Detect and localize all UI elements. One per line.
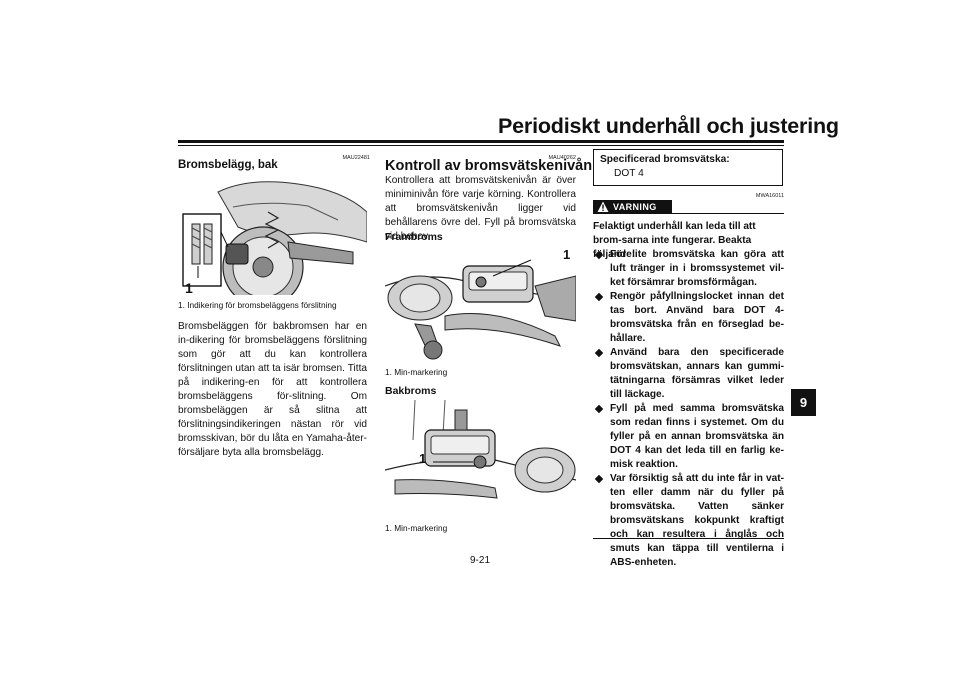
body-text: Kontrollera att bromsvätskenivån är över… [385,175,576,242]
specification-box [593,149,783,186]
list-item: Rengör påfyllningslocket innan det tas b… [593,290,784,346]
bullet-icon [594,250,604,260]
chapter-tab: 9 [791,389,816,416]
header-rule [178,140,784,143]
warning-list: För lite bromsvätska kan göra att luft t… [593,248,784,570]
rear-figure-caption: 1. Min-markering [385,523,448,533]
page-number: 9-21 [469,555,490,566]
list-item: Använd bara den specificerade bromsvätsk… [593,346,784,402]
bullet-icon [594,292,604,302]
section-heading-rear-pads: Bromsbelägg, bak [178,159,278,171]
body-text: Bromsbeläggen för bakbromsen har en in-d… [178,321,367,458]
warning-triangle-icon [597,201,609,212]
figure-caption: 1. Indikering för bromsbeläggens förslit… [178,300,337,310]
rear-brake-reservoir-illustration [385,400,576,518]
section-code: MAU22481 [342,155,370,161]
section-code: MAU40262 [548,155,576,161]
list-item-text: Använd bara den specificerade bromsvätsk… [610,347,784,400]
front-brake-heading: Frambroms [385,231,443,243]
page-title: Periodiskt underhåll och justering [498,114,839,138]
list-item: Fyll på med samma bromsvätska som redan … [593,402,784,472]
section-heading-fluid-level: Kontroll av bromsvätskenivån [385,158,593,174]
warning-rule-bottom [593,538,784,539]
spec-value: DOT 4 [614,168,644,179]
front-brake-reservoir-illustration [385,246,576,364]
list-item-text: För lite bromsvätska kan göra att luft t… [610,249,784,288]
bullet-icon [594,348,604,358]
warning-rule [672,213,784,214]
warning-badge: VARNING [593,200,672,214]
bullet-icon [594,404,604,414]
front-figure-callout: 1 [563,247,571,262]
warning-label: VARNING [613,202,657,212]
bullet-icon [594,474,604,484]
list-item: För lite bromsvätska kan göra att luft t… [593,248,784,290]
list-item: Var försiktig så att du inte får in vat-… [593,472,784,570]
warning-intro: Felaktigt underhåll kan leda till att br… [593,221,756,260]
spec-title: Specificerad bromsvätska: [600,154,730,165]
front-figure-caption: 1. Min-markering [385,367,448,377]
list-item-text: Rengör påfyllningslocket innan det tas b… [610,291,784,344]
list-item-text: Var försiktig så att du inte får in vat-… [610,473,784,568]
figure-callout: 1 [185,280,193,296]
rear-figure-callout: 1 [419,451,427,466]
list-item-text: Fyll på med samma bromsvätska som redan … [610,403,784,470]
warning-code: MWA16011 [755,193,784,199]
rear-brake-pad-illustration [178,172,367,295]
header-rule-thin [178,145,784,146]
rear-brake-heading: Bakbroms [385,385,437,397]
